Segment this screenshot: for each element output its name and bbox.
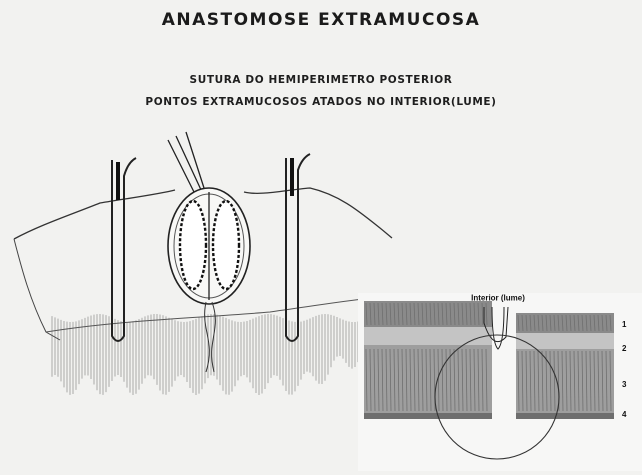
left-retractor — [112, 158, 136, 341]
layer-number-2: 2 — [622, 344, 627, 353]
mesentery-hatching — [52, 314, 370, 395]
inset-left-wall — [364, 301, 492, 419]
inset-right-wall — [516, 313, 614, 419]
surgical-instrument — [168, 132, 204, 196]
layer-number-3: 3 — [622, 380, 627, 389]
right-retractor — [286, 154, 310, 341]
layer-number-1: 1 — [622, 320, 627, 329]
inset-illustration: Interior (lume) 1 2 3 4 — [358, 293, 642, 471]
inset-label: Interior (lume) — [471, 294, 525, 303]
layer-number-4: 4 — [622, 410, 627, 419]
